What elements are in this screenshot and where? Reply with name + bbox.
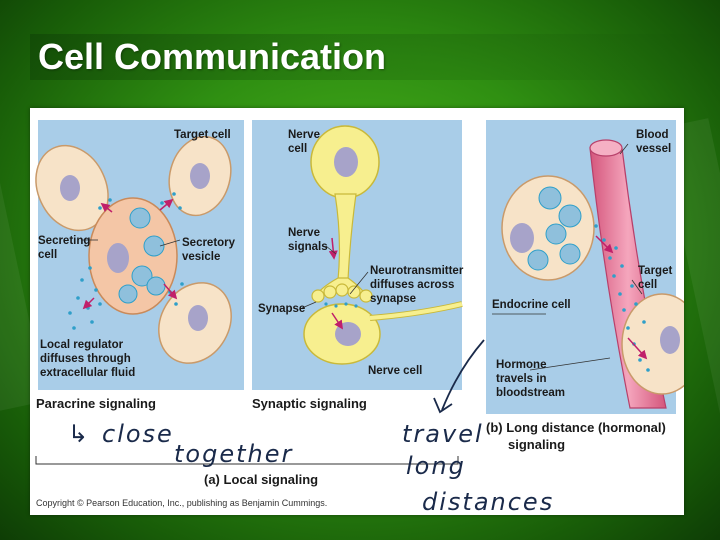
label-neuro-line2: diffuses across xyxy=(370,279,454,291)
target-cell xyxy=(168,135,232,217)
diagram-panel: Target cell Secreting cell Secretory ves… xyxy=(30,108,703,516)
label-regulator-line1: Local regulator xyxy=(40,339,124,351)
label-blood-line2: vessel xyxy=(636,143,671,155)
secreting-cell xyxy=(88,197,178,315)
label-regulator-line2: diffuses through xyxy=(40,353,131,365)
label-neuro-line3: synapse xyxy=(370,293,416,305)
handwritten-close: close xyxy=(102,420,174,448)
label-target-cell: Target cell xyxy=(174,129,231,141)
label-secreting-line2: cell xyxy=(38,249,57,261)
handwritten-arrow-close: ↳ xyxy=(68,420,90,448)
label-nerve-cell-line2: cell xyxy=(288,143,307,155)
caption-paracrine: Paracrine signaling xyxy=(36,396,156,411)
label-nerve-cell-bottom: Nerve cell xyxy=(368,365,422,377)
copyright-notice: Copyright © Pearson Education, Inc., pub… xyxy=(36,498,327,508)
nerve-signal-arrows xyxy=(328,237,343,330)
label-target-line1: Target xyxy=(638,265,672,277)
label-nerve-signals-line2: signals xyxy=(288,241,328,253)
caption-local-signaling: (a) Local signaling xyxy=(204,472,318,487)
paracrine-leader-lines xyxy=(82,239,181,247)
synapse-terminal xyxy=(311,283,373,303)
nerve-cell-bottom xyxy=(303,301,463,365)
label-synapse: Synapse xyxy=(258,303,305,315)
label-target-line2: cell xyxy=(638,279,657,291)
title-bar xyxy=(30,34,720,80)
caption-hormonal-line1: (b) Long distance (hormonal) xyxy=(486,420,666,435)
label-nerve-cell-line1: Nerve xyxy=(288,129,320,141)
label-neuro-line1: Neurotransmitter xyxy=(370,265,464,277)
label-regulator-line3: extracellular fluid xyxy=(40,367,135,379)
neurotransmitter-molecules xyxy=(324,302,358,308)
diffusion-arrows xyxy=(82,198,178,310)
label-hormone-line2: travels in xyxy=(496,373,547,385)
handwritten-distances: distances xyxy=(422,488,554,515)
caption-synaptic: Synaptic signaling xyxy=(252,396,367,411)
target-cell-hormonal xyxy=(621,293,703,395)
label-endocrine: Endocrine cell xyxy=(492,299,571,311)
label-blood-line1: Blood xyxy=(636,129,669,141)
target-cell xyxy=(35,144,109,232)
endocrine-cell xyxy=(501,175,595,281)
handwritten-travel: travel xyxy=(402,420,484,448)
label-secretory-line1: Secretory xyxy=(182,237,236,249)
hormonal-leader-lines xyxy=(492,143,643,371)
handwritten-arrowhead xyxy=(433,397,453,414)
slide-title: Cell Communication xyxy=(38,36,387,77)
label-secreting-line1: Secreting xyxy=(38,235,90,247)
hormone-arrows xyxy=(595,235,648,360)
handwritten-long: long xyxy=(406,452,466,480)
caption-hormonal-line2: signaling xyxy=(508,437,565,452)
label-nerve-signals-line1: Nerve xyxy=(288,227,320,239)
handwritten-arrow-travel xyxy=(441,339,485,411)
local-signaling-bracket xyxy=(35,456,459,465)
handwritten-together: together xyxy=(174,440,293,468)
label-hormone-line1: Hormone xyxy=(496,359,546,371)
label-secretory-line2: vesicle xyxy=(182,251,220,263)
label-hormone-line3: bloodstream xyxy=(496,387,565,399)
synaptic-leader-lines xyxy=(301,245,369,309)
cell-communication-diagram: Target cell Secreting cell Secretory ves… xyxy=(35,120,703,516)
